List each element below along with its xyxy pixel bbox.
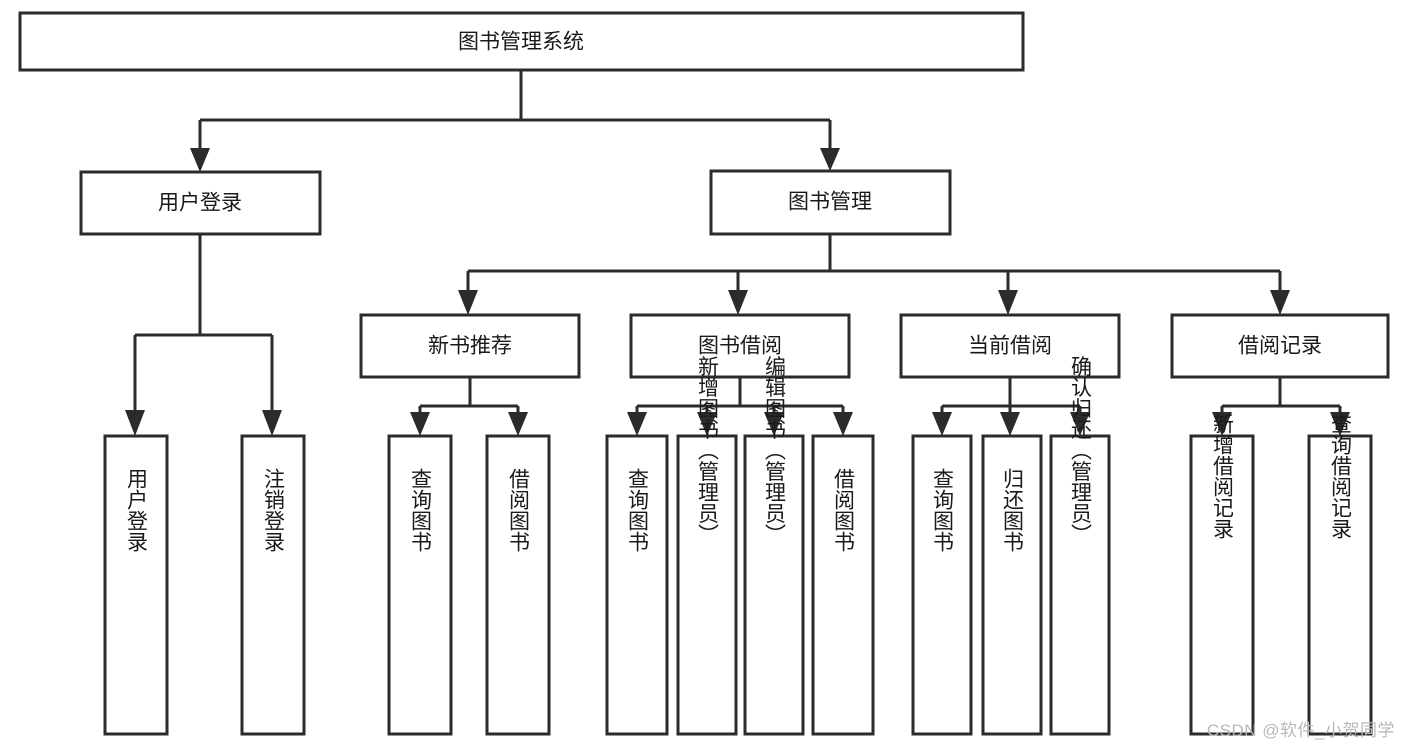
leaf-node-borrow-book-rec-label: 借阅图书 <box>507 468 531 552</box>
arrowhead-to-book-mgmt <box>820 148 840 171</box>
leaf-node-borrow-book[interactable]: 借阅图书 <box>811 434 875 736</box>
node-user-login[interactable]: 用户登录 <box>79 170 322 236</box>
node-current-borrow-box[interactable] <box>899 313 1121 379</box>
leaf-node-query-book-current-box[interactable] <box>911 434 973 736</box>
arrowhead-leaf-borrow-book-2 <box>833 412 853 436</box>
leaf-node-borrow-book-rec[interactable]: 借阅图书 <box>485 434 551 736</box>
leaf-node-add-borrow-record[interactable]: 新增借阅记录 <box>1189 413 1255 736</box>
node-new-book-recommend-label: 新书推荐 <box>428 335 512 358</box>
arrowhead-leaf-query-book-2 <box>627 412 647 436</box>
leaf-node-query-book-borrow-box[interactable] <box>605 434 669 736</box>
leaf-node-edit-book-label: 编辑图书（管理员） <box>763 356 787 545</box>
leaf-node-add-book[interactable]: 新增图书（管理员） <box>676 356 738 736</box>
arrowhead-leaf-add-book <box>697 412 717 436</box>
arrowhead-to-new-book-rec <box>458 290 478 315</box>
leaf-node-confirm-return-label: 确认归还（管理员） <box>1069 356 1093 545</box>
connector-new-book-rec-to-leaves <box>418 377 520 414</box>
leaf-node-edit-book-box[interactable] <box>743 434 805 736</box>
node-user-login-box[interactable] <box>79 170 322 236</box>
node-user-login-label: 用户登录 <box>158 192 242 215</box>
leaf-node-user-login-box[interactable] <box>103 434 169 736</box>
connector-group-user-login <box>125 234 282 436</box>
node-root[interactable]: 图书管理系统 <box>18 11 1025 72</box>
arrowhead-leaf-return-book <box>1000 412 1020 436</box>
node-new-book-recommend[interactable]: 新书推荐 <box>359 313 581 379</box>
arrowhead-leaf-query-book-1 <box>410 412 430 436</box>
arrowhead-to-current-borrow <box>998 290 1018 315</box>
arrowhead-leaf-confirm-return <box>1070 412 1090 436</box>
leaf-node-query-book-borrow-label: 查询图书 <box>626 468 650 552</box>
leaf-node-query-book-rec[interactable]: 查询图书 <box>387 434 453 736</box>
leaf-node-borrow-book-label: 借阅图书 <box>832 468 856 552</box>
leaf-node-logout[interactable]: 注销登录 <box>240 434 306 736</box>
arrowhead-to-book-borrow <box>728 290 748 315</box>
connector-root-to-level2 <box>198 70 832 148</box>
connector-group-book-borrow <box>627 377 853 436</box>
node-borrow-record-label: 借阅记录 <box>1238 335 1322 358</box>
node-book-borrow-label: 图书借阅 <box>698 335 782 358</box>
leaf-node-user-login[interactable]: 用户登录 <box>103 434 169 736</box>
leaf-node-add-borrow-record-box[interactable] <box>1189 434 1255 736</box>
arrowhead-leaf-add-record <box>1212 412 1232 436</box>
leaf-node-return-book-box[interactable] <box>981 434 1043 736</box>
leaf-node-user-login-label: 用户登录 <box>125 468 149 552</box>
leaf-node-return-book-label: 归还图书 <box>1001 468 1025 552</box>
node-root-box[interactable] <box>18 11 1025 72</box>
arrowhead-to-borrow-record <box>1270 290 1290 315</box>
connector-borrow-record-to-leaves <box>1220 377 1342 414</box>
leaf-node-query-book-rec-box[interactable] <box>387 434 453 736</box>
leaf-node-edit-book[interactable]: 编辑图书（管理员） <box>743 356 805 736</box>
node-book-management[interactable]: 图书管理 <box>709 169 952 236</box>
connector-book-mgmt-to-level3 <box>466 234 1282 292</box>
leaf-node-query-book-rec-label: 查询图书 <box>409 468 433 552</box>
leaf-node-query-borrow-record-box[interactable] <box>1307 434 1373 736</box>
connector-book-borrow-to-leaves <box>635 377 845 414</box>
leaf-node-borrow-book-box[interactable] <box>811 434 875 736</box>
leaf-node-logout-box[interactable] <box>240 434 306 736</box>
node-book-management-label: 图书管理 <box>788 191 872 214</box>
node-new-book-recommend-box[interactable] <box>359 313 581 379</box>
connector-user-login-to-leaves <box>133 234 274 412</box>
leaf-node-borrow-book-rec-box[interactable] <box>485 434 551 736</box>
node-current-borrow-label: 当前借阅 <box>968 335 1052 358</box>
leaf-node-query-book-borrow[interactable]: 查询图书 <box>605 434 669 736</box>
connector-current-borrow-to-leaves <box>940 377 1082 414</box>
node-borrow-record-box[interactable] <box>1170 313 1390 379</box>
node-book-borrow[interactable]: 图书借阅 <box>629 313 851 379</box>
leaf-node-confirm-return[interactable]: 确认归还（管理员） <box>1049 356 1111 736</box>
connector-group-new-book-rec <box>410 377 528 436</box>
arrowhead-leaf-user-login <box>125 410 145 436</box>
watermark-text: CSDN @软件_小贺同学 <box>1206 721 1395 740</box>
connector-group-current-borrow <box>932 377 1090 436</box>
node-current-borrow[interactable]: 当前借阅 <box>899 313 1121 379</box>
node-borrow-record[interactable]: 借阅记录 <box>1170 313 1390 379</box>
connector-group-book-mgmt <box>458 234 1290 315</box>
node-book-borrow-box[interactable] <box>629 313 851 379</box>
arrowhead-leaf-query-record <box>1330 412 1350 436</box>
leaf-node-query-borrow-record-label: 查询借阅记录 <box>1329 413 1353 539</box>
leaf-node-logout-label: 注销登录 <box>262 468 286 552</box>
connector-group-root <box>190 70 840 172</box>
arrowhead-leaf-borrow-book-1 <box>508 412 528 436</box>
leaf-node-add-book-box[interactable] <box>676 434 738 736</box>
leaf-node-add-borrow-record-label: 新增借阅记录 <box>1211 413 1235 539</box>
arrowhead-leaf-edit-book <box>764 412 784 436</box>
arrowhead-leaf-query-book-3 <box>932 412 952 436</box>
leaf-node-add-book-label: 新增图书（管理员） <box>696 356 720 545</box>
arrowhead-leaf-logout <box>262 410 282 436</box>
leaf-node-confirm-return-box[interactable] <box>1049 434 1111 736</box>
leaf-node-query-book-current[interactable]: 查询图书 <box>911 434 973 736</box>
arrowhead-to-user-login <box>190 148 210 172</box>
leaf-node-return-book[interactable]: 归还图书 <box>981 434 1043 736</box>
leaf-node-query-borrow-record[interactable]: 查询借阅记录 <box>1307 413 1373 736</box>
node-book-management-box[interactable] <box>709 169 952 236</box>
connector-group-borrow-record <box>1212 377 1350 436</box>
leaf-node-query-book-current-label: 查询图书 <box>931 468 955 552</box>
node-root-label: 图书管理系统 <box>458 31 584 54</box>
